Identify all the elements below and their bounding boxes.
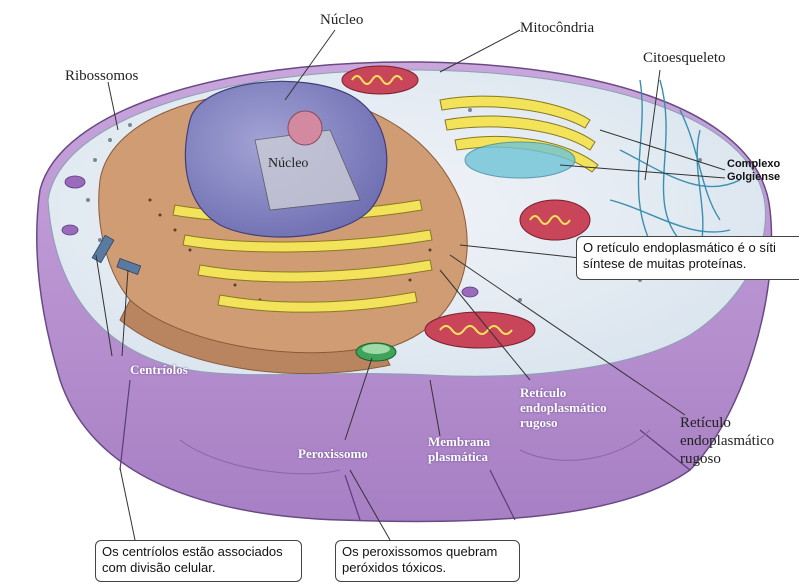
label-complexo-line1: Complexo <box>727 158 780 171</box>
callout-peroxissomos-line2: peróxidos tóxicos. <box>342 560 513 576</box>
label-reticulo-right: Retículo endoplasmático rugoso <box>680 414 774 468</box>
label-membrana-line2: plasmática <box>428 449 490 464</box>
callout-peroxissomos-line1: Os peroxissomos quebram <box>342 544 513 560</box>
label-reticulo-right-line1: Retículo <box>680 414 774 432</box>
callout-centriolos-line1: Os centríolos estão associados <box>102 544 295 560</box>
label-reticulo-inner-line2: endoplasmático <box>520 400 607 415</box>
nucleolus <box>288 111 322 145</box>
label-reticulo-right-line3: rugoso <box>680 450 774 468</box>
label-reticulo-inner: Retículo endoplasmático rugoso <box>520 385 607 430</box>
label-membrana-line1: Membrana <box>428 434 490 449</box>
label-centriolos: Centríolos <box>130 362 188 377</box>
label-membrana-plasmatica: Membrana plasmática <box>428 434 490 464</box>
callout-peroxissomos: Os peroxissomos quebram peróxidos tóxico… <box>335 540 520 582</box>
label-reticulo-inner-line3: rugoso <box>520 415 607 430</box>
callout-reticulo-line2: síntese de muitas proteínas. <box>583 256 798 272</box>
label-peroxissomo: Peroxissomo <box>298 446 368 461</box>
peroxisome <box>356 343 396 361</box>
label-citoesqueleto: Citoesqueleto <box>643 50 726 67</box>
label-complexo-line2: Golgiense <box>727 171 780 184</box>
label-nucleo-top: Núcleo <box>320 12 363 29</box>
callout-reticulo: O retículo endoplasmático é o síti sínte… <box>576 236 799 280</box>
label-reticulo-inner-line1: Retículo <box>520 385 607 400</box>
label-complexo-golgiense: Complexo Golgiense <box>727 158 780 184</box>
label-ribossomos: Ribossomos <box>65 68 138 85</box>
callout-centriolos: Os centríolos estão associados com divis… <box>95 540 302 582</box>
label-reticulo-right-line2: endoplasmático <box>680 432 774 450</box>
callout-centriolos-line2: com divisão celular. <box>102 560 295 576</box>
label-nucleo-inner: Núcleo <box>268 155 308 172</box>
callout-reticulo-line1: O retículo endoplasmático é o síti <box>583 240 798 256</box>
label-mitocondria: Mitocôndria <box>520 20 594 37</box>
